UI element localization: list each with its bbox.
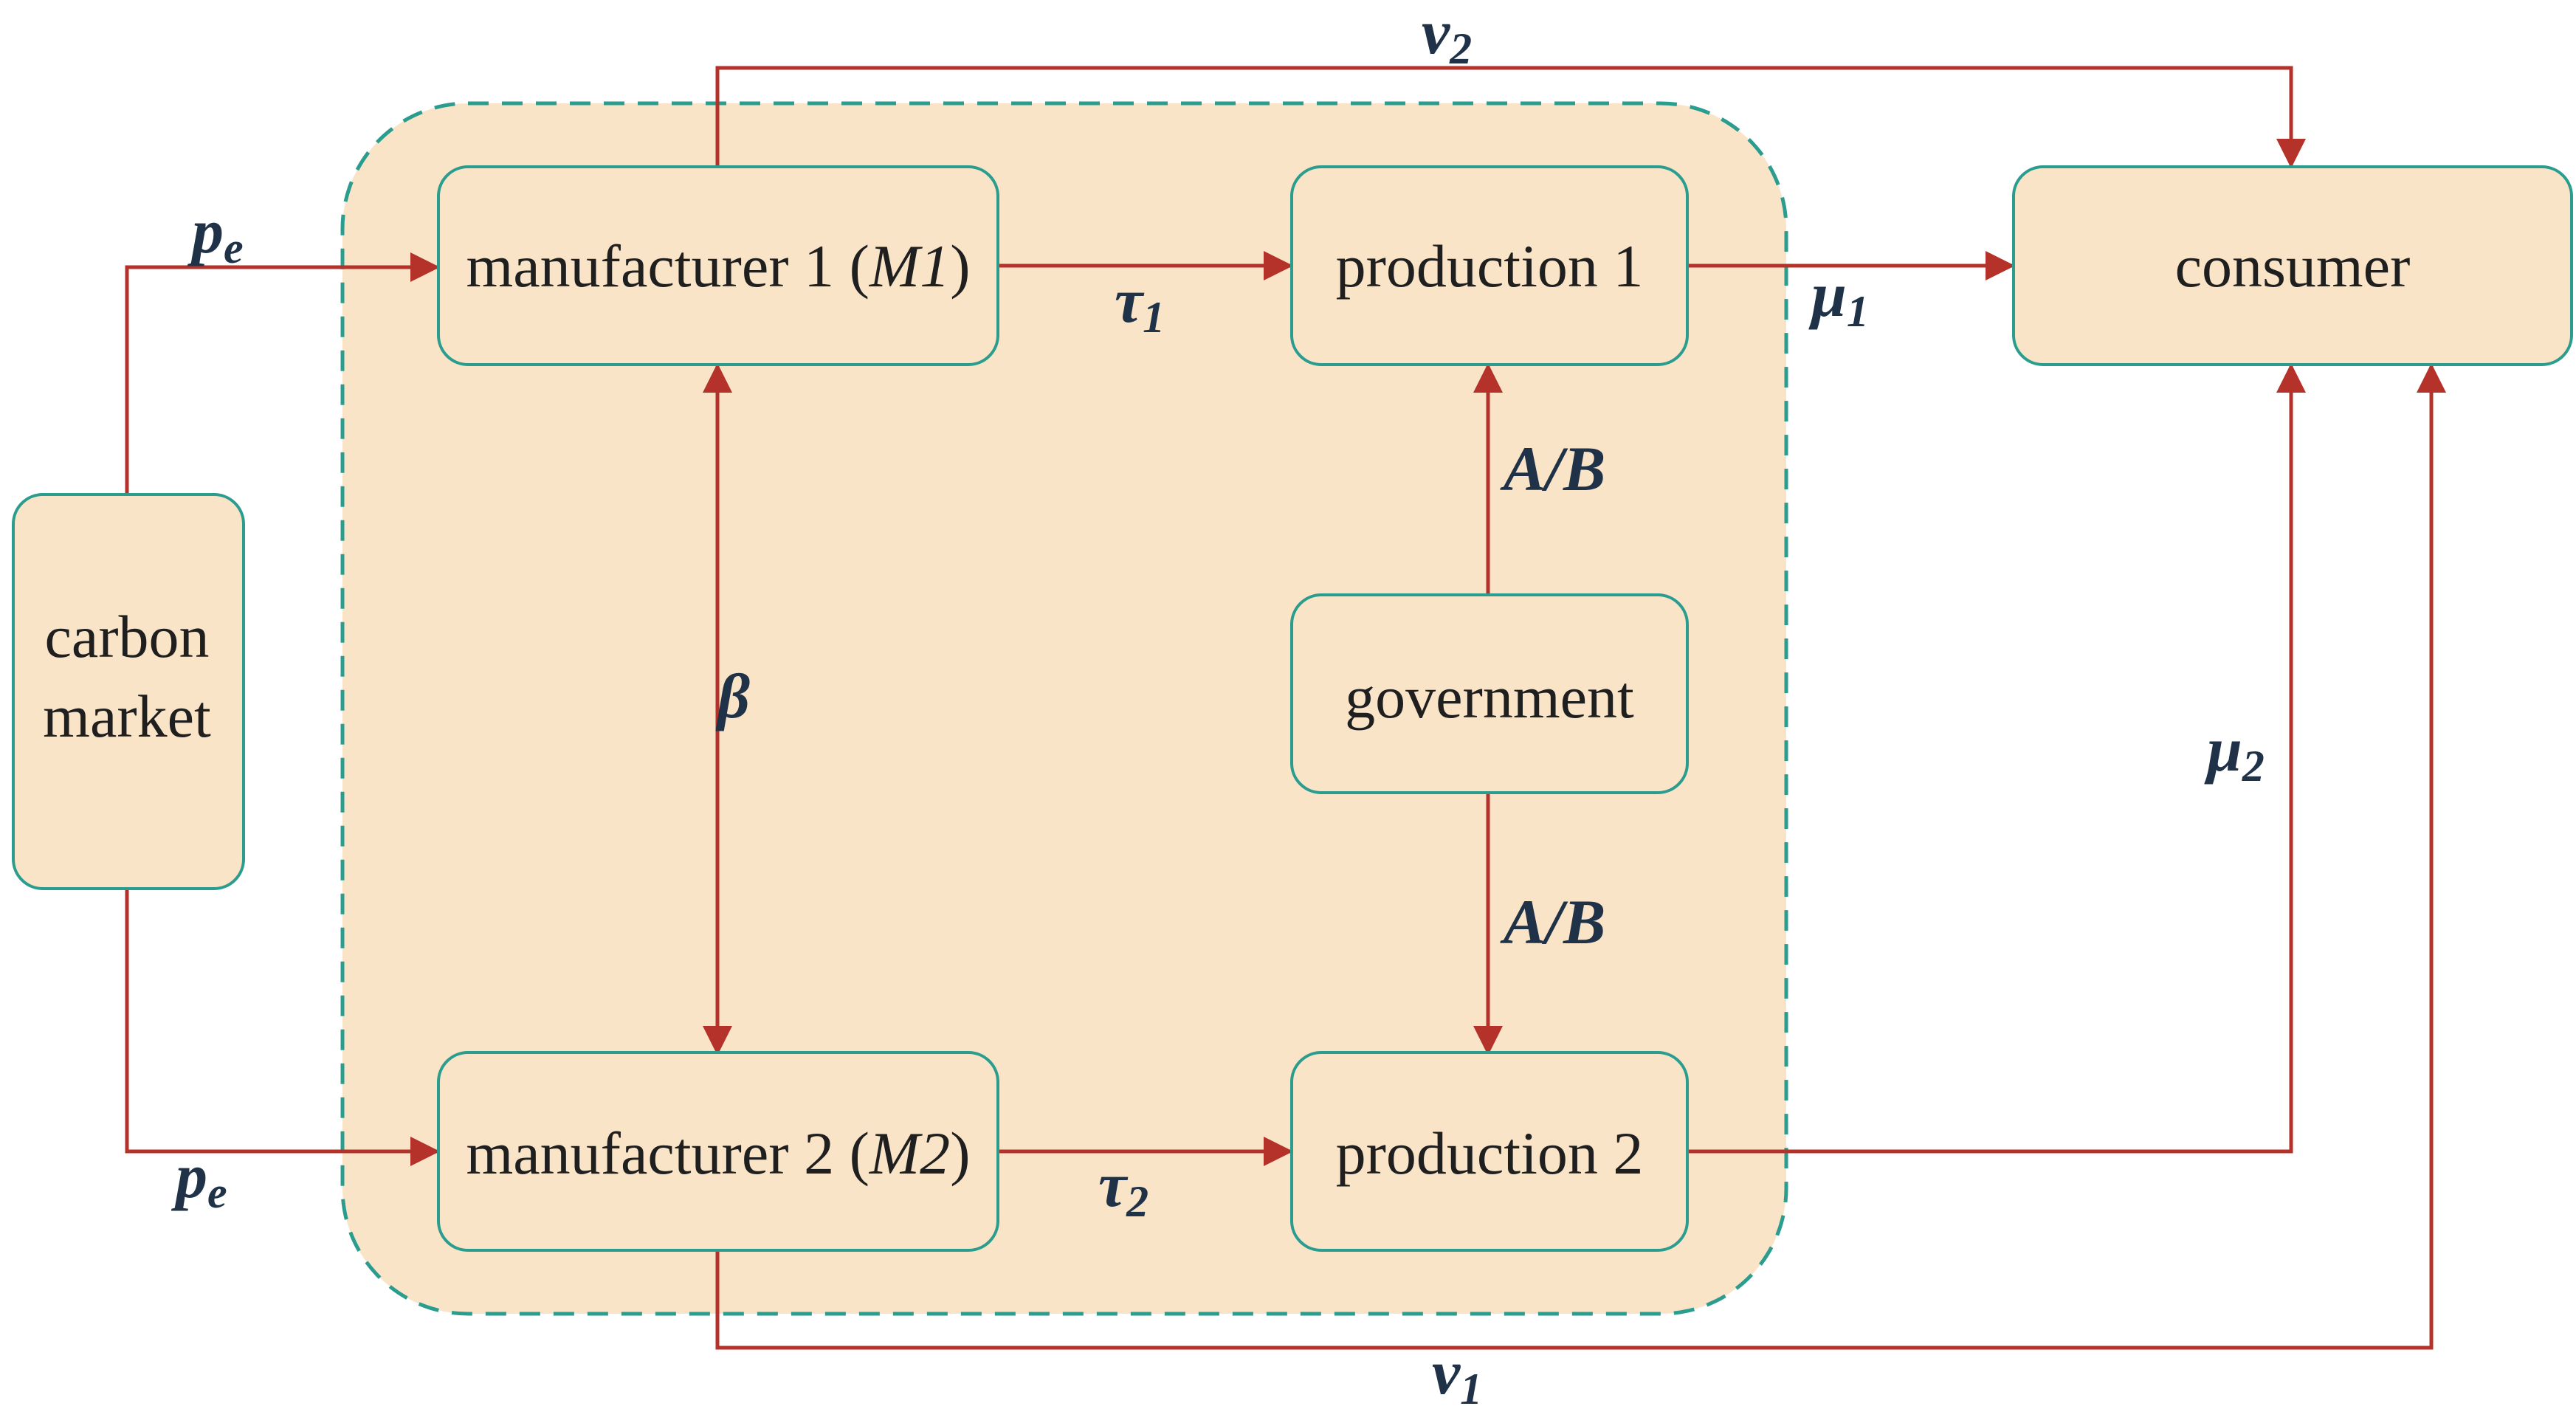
- carbon-market-line1: carbon: [44, 603, 209, 670]
- label-mu2: μ2: [2204, 714, 2265, 790]
- edge-prod2-to-consumer: [1687, 363, 2306, 1154]
- label-v2: v2: [1422, 0, 1472, 73]
- edges: [125, 66, 2446, 1350]
- label-v1: v1: [1432, 1337, 1482, 1413]
- nodes: carbon market manufacturer 1 (M1) manufa…: [12, 165, 2573, 1252]
- node-manufacturer-2: manufacturer 2 (M2): [437, 1051, 999, 1252]
- manufacturer-1-label: manufacturer 1 (M1): [466, 232, 971, 300]
- carbon-market-line2: market: [43, 683, 211, 750]
- edge-carbon-to-m1: [125, 252, 440, 493]
- edge-labels: pe pe τ1 τ2 μ1 μ2 v2 v1 β A/B A/B: [171, 0, 2265, 1413]
- government-label: government: [1345, 664, 1634, 731]
- label-tau1: τ1: [1115, 265, 1165, 342]
- edge-m2-to-consumer-v1: [715, 363, 2446, 1350]
- node-production-1: production 1: [1290, 165, 1689, 366]
- label-pe-bottom: pe: [171, 1140, 227, 1217]
- node-production-2: production 2: [1290, 1051, 1689, 1252]
- label-beta: β: [715, 661, 750, 731]
- node-carbon-market: carbon market: [12, 493, 245, 890]
- node-government: government: [1290, 593, 1689, 794]
- node-manufacturer-1: manufacturer 1 (M1): [437, 165, 999, 366]
- production-1-label: production 1: [1336, 232, 1644, 300]
- edge-carbon-to-m2: [125, 889, 440, 1166]
- label-ab-top: A/B: [1500, 433, 1606, 504]
- production-2-label: production 2: [1336, 1120, 1644, 1187]
- manufacturer-2-label: manufacturer 2 (M2): [466, 1120, 971, 1187]
- label-pe-top: pe: [187, 196, 244, 272]
- label-tau2: τ2: [1098, 1149, 1148, 1226]
- node-consumer: consumer: [2012, 165, 2573, 366]
- consumer-label: consumer: [2175, 232, 2411, 300]
- edge-m1-to-consumer-v2: [715, 66, 2306, 168]
- label-mu1: μ1: [1808, 259, 1869, 336]
- label-ab-bottom: A/B: [1500, 886, 1606, 957]
